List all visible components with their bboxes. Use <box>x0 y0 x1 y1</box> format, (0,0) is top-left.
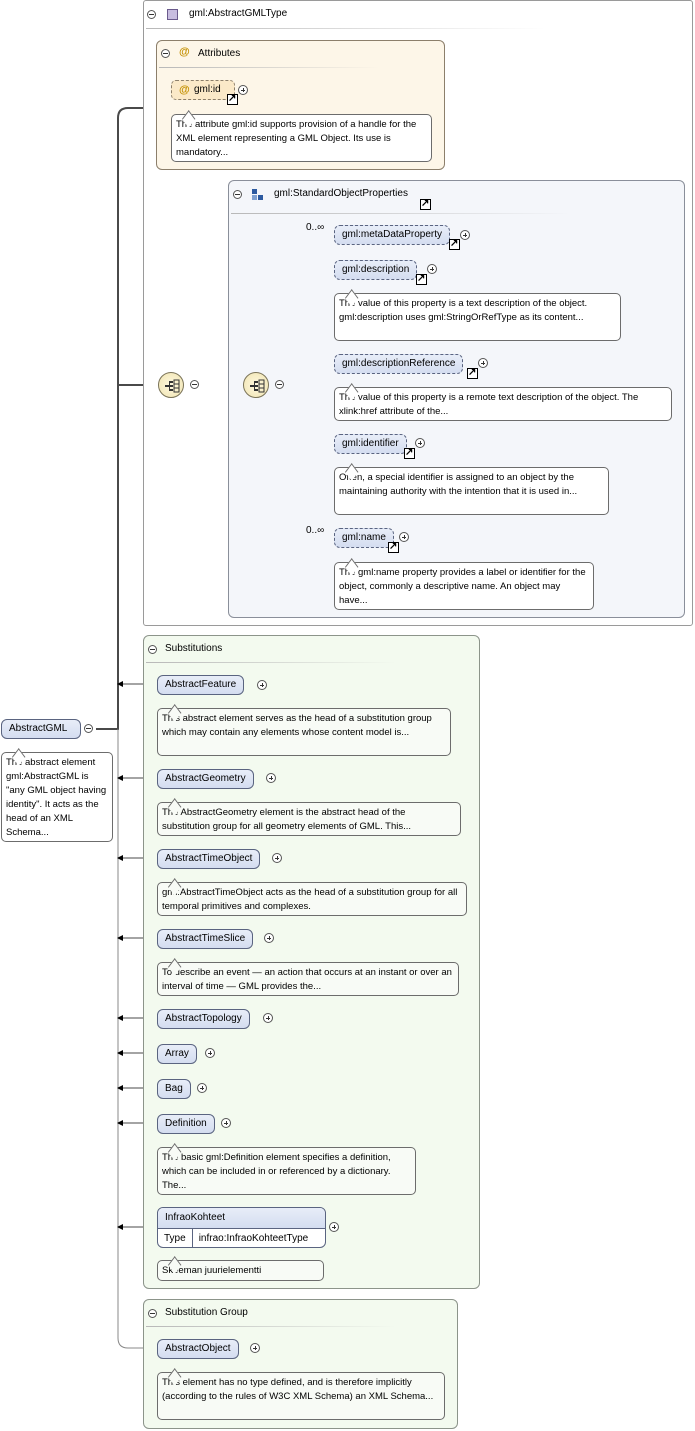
element-descriptionreference[interactable]: gml:descriptionReference <box>334 354 464 374</box>
subst-description: The basic gml:Definition element specifi… <box>157 1147 416 1195</box>
complex-type-icon <box>167 9 178 20</box>
type-row: Type infrao:InfraoKohteetType <box>158 1229 325 1247</box>
expand-icon[interactable] <box>264 933 274 943</box>
substgroup-abstractobject[interactable]: AbstractObject <box>157 1339 239 1359</box>
expand-icon[interactable] <box>415 438 425 448</box>
header-divider <box>231 213 571 214</box>
expand-icon[interactable] <box>399 532 409 542</box>
root-description: The abstract element gml:AbstractGML is … <box>1 752 113 842</box>
expand-icon[interactable] <box>197 1083 207 1093</box>
expand-icon[interactable] <box>478 358 488 368</box>
element-description-text: Often, a special identifier is assigned … <box>334 467 609 515</box>
expand-icon[interactable] <box>221 1118 231 1128</box>
type-value: infrao:InfraoKohteetType <box>198 1233 309 1244</box>
collapse-sequence-icon[interactable] <box>275 380 284 389</box>
element-description[interactable]: gml:description <box>334 260 418 280</box>
reference-arrow-icon[interactable] <box>404 446 415 460</box>
subst-description: Skeeman juurielementti <box>157 1260 324 1281</box>
subst-abstracttopology[interactable]: AbstractTopology <box>157 1009 250 1029</box>
subst-description: This abstract element serves as the head… <box>157 708 451 756</box>
subst-description: To describe an event — an action that oc… <box>157 962 459 996</box>
attribute-icon: @ <box>179 46 190 58</box>
subst-abstracttimeobject[interactable]: AbstractTimeObject <box>157 849 261 869</box>
typed-element-name: InfraoKohteet <box>158 1208 325 1229</box>
subst-definition[interactable]: Definition <box>157 1114 215 1134</box>
sequence-icon <box>158 372 184 398</box>
subst-bag[interactable]: Bag <box>157 1079 191 1099</box>
expand-icon[interactable] <box>460 230 470 240</box>
subst-abstractgeometry[interactable]: AbstractGeometry <box>157 769 254 789</box>
expand-icon[interactable] <box>257 680 267 690</box>
reference-arrow-icon[interactable] <box>467 366 478 380</box>
root-element[interactable]: AbstractGML <box>1 719 81 739</box>
element-name[interactable]: gml:name <box>334 528 394 548</box>
cardinality-label: 0..∞ <box>306 222 325 233</box>
attribute-description: The attribute gml:id supports provision … <box>171 114 432 162</box>
collapse-attributes-icon[interactable] <box>161 49 170 58</box>
header-divider <box>159 67 379 68</box>
subst-description: The AbstractGeometry element is the abst… <box>157 802 461 836</box>
collapse-root-icon[interactable] <box>84 724 93 733</box>
subst-abstracttimeslice[interactable]: AbstractTimeSlice <box>157 929 254 949</box>
reference-arrow-icon[interactable] <box>420 197 431 211</box>
sequence-icon <box>243 372 269 398</box>
group-title: gml:StandardObjectProperties <box>274 188 408 199</box>
collapse-sequence-icon[interactable] <box>190 380 199 389</box>
header-divider <box>146 1326 396 1327</box>
expand-icon[interactable] <box>266 773 276 783</box>
subst-description: gml:AbstractTimeObject acts as the head … <box>157 882 467 916</box>
group-icon <box>252 189 264 201</box>
substitution-group-title: Substitution Group <box>165 1307 248 1318</box>
expand-icon[interactable] <box>238 85 248 95</box>
element-description-text: The value of this property is a text des… <box>334 293 621 341</box>
substitutions-title: Substitutions <box>165 643 223 654</box>
expand-icon[interactable] <box>329 1222 339 1232</box>
collapse-substitution-group-icon[interactable] <box>148 1309 157 1318</box>
expand-icon[interactable] <box>272 853 282 863</box>
attribute-gml-id[interactable]: @ gml:id <box>171 80 235 100</box>
attribute-icon: @ <box>179 84 190 96</box>
element-metadataproperty[interactable]: gml:metaDataProperty <box>334 225 451 245</box>
header-divider <box>146 28 546 29</box>
subst-array[interactable]: Array <box>157 1044 197 1064</box>
expand-icon[interactable] <box>427 264 437 274</box>
subst-abstractfeature[interactable]: AbstractFeature <box>157 675 245 695</box>
element-identifier[interactable]: gml:identifier <box>334 434 407 454</box>
reference-arrow-icon[interactable] <box>388 540 399 554</box>
type-label: Type <box>158 1229 193 1247</box>
complex-type-title: gml:AbstractGMLType <box>189 8 288 19</box>
collapse-group-icon[interactable] <box>233 190 242 199</box>
header-divider <box>146 662 396 663</box>
collapse-complex-type-icon[interactable] <box>147 10 156 19</box>
substgroup-description: This element has no type defined, and is… <box>157 1372 445 1420</box>
expand-icon[interactable] <box>250 1343 260 1353</box>
collapse-substitutions-icon[interactable] <box>148 645 157 654</box>
expand-icon[interactable] <box>205 1048 215 1058</box>
attribute-name: gml:id <box>194 84 221 95</box>
element-description-text: The value of this property is a remote t… <box>334 387 672 421</box>
expand-icon[interactable] <box>263 1013 273 1023</box>
reference-arrow-icon[interactable] <box>416 272 427 286</box>
subst-infraokohteet[interactable]: InfraoKohteet Type infrao:InfraoKohteetT… <box>157 1207 326 1248</box>
cardinality-label: 0..∞ <box>306 525 325 536</box>
reference-arrow-icon[interactable] <box>449 237 460 251</box>
element-description-text: The gml:name property provides a label o… <box>334 562 594 610</box>
attributes-title: Attributes <box>198 48 241 59</box>
reference-arrow-icon[interactable] <box>227 92 238 106</box>
